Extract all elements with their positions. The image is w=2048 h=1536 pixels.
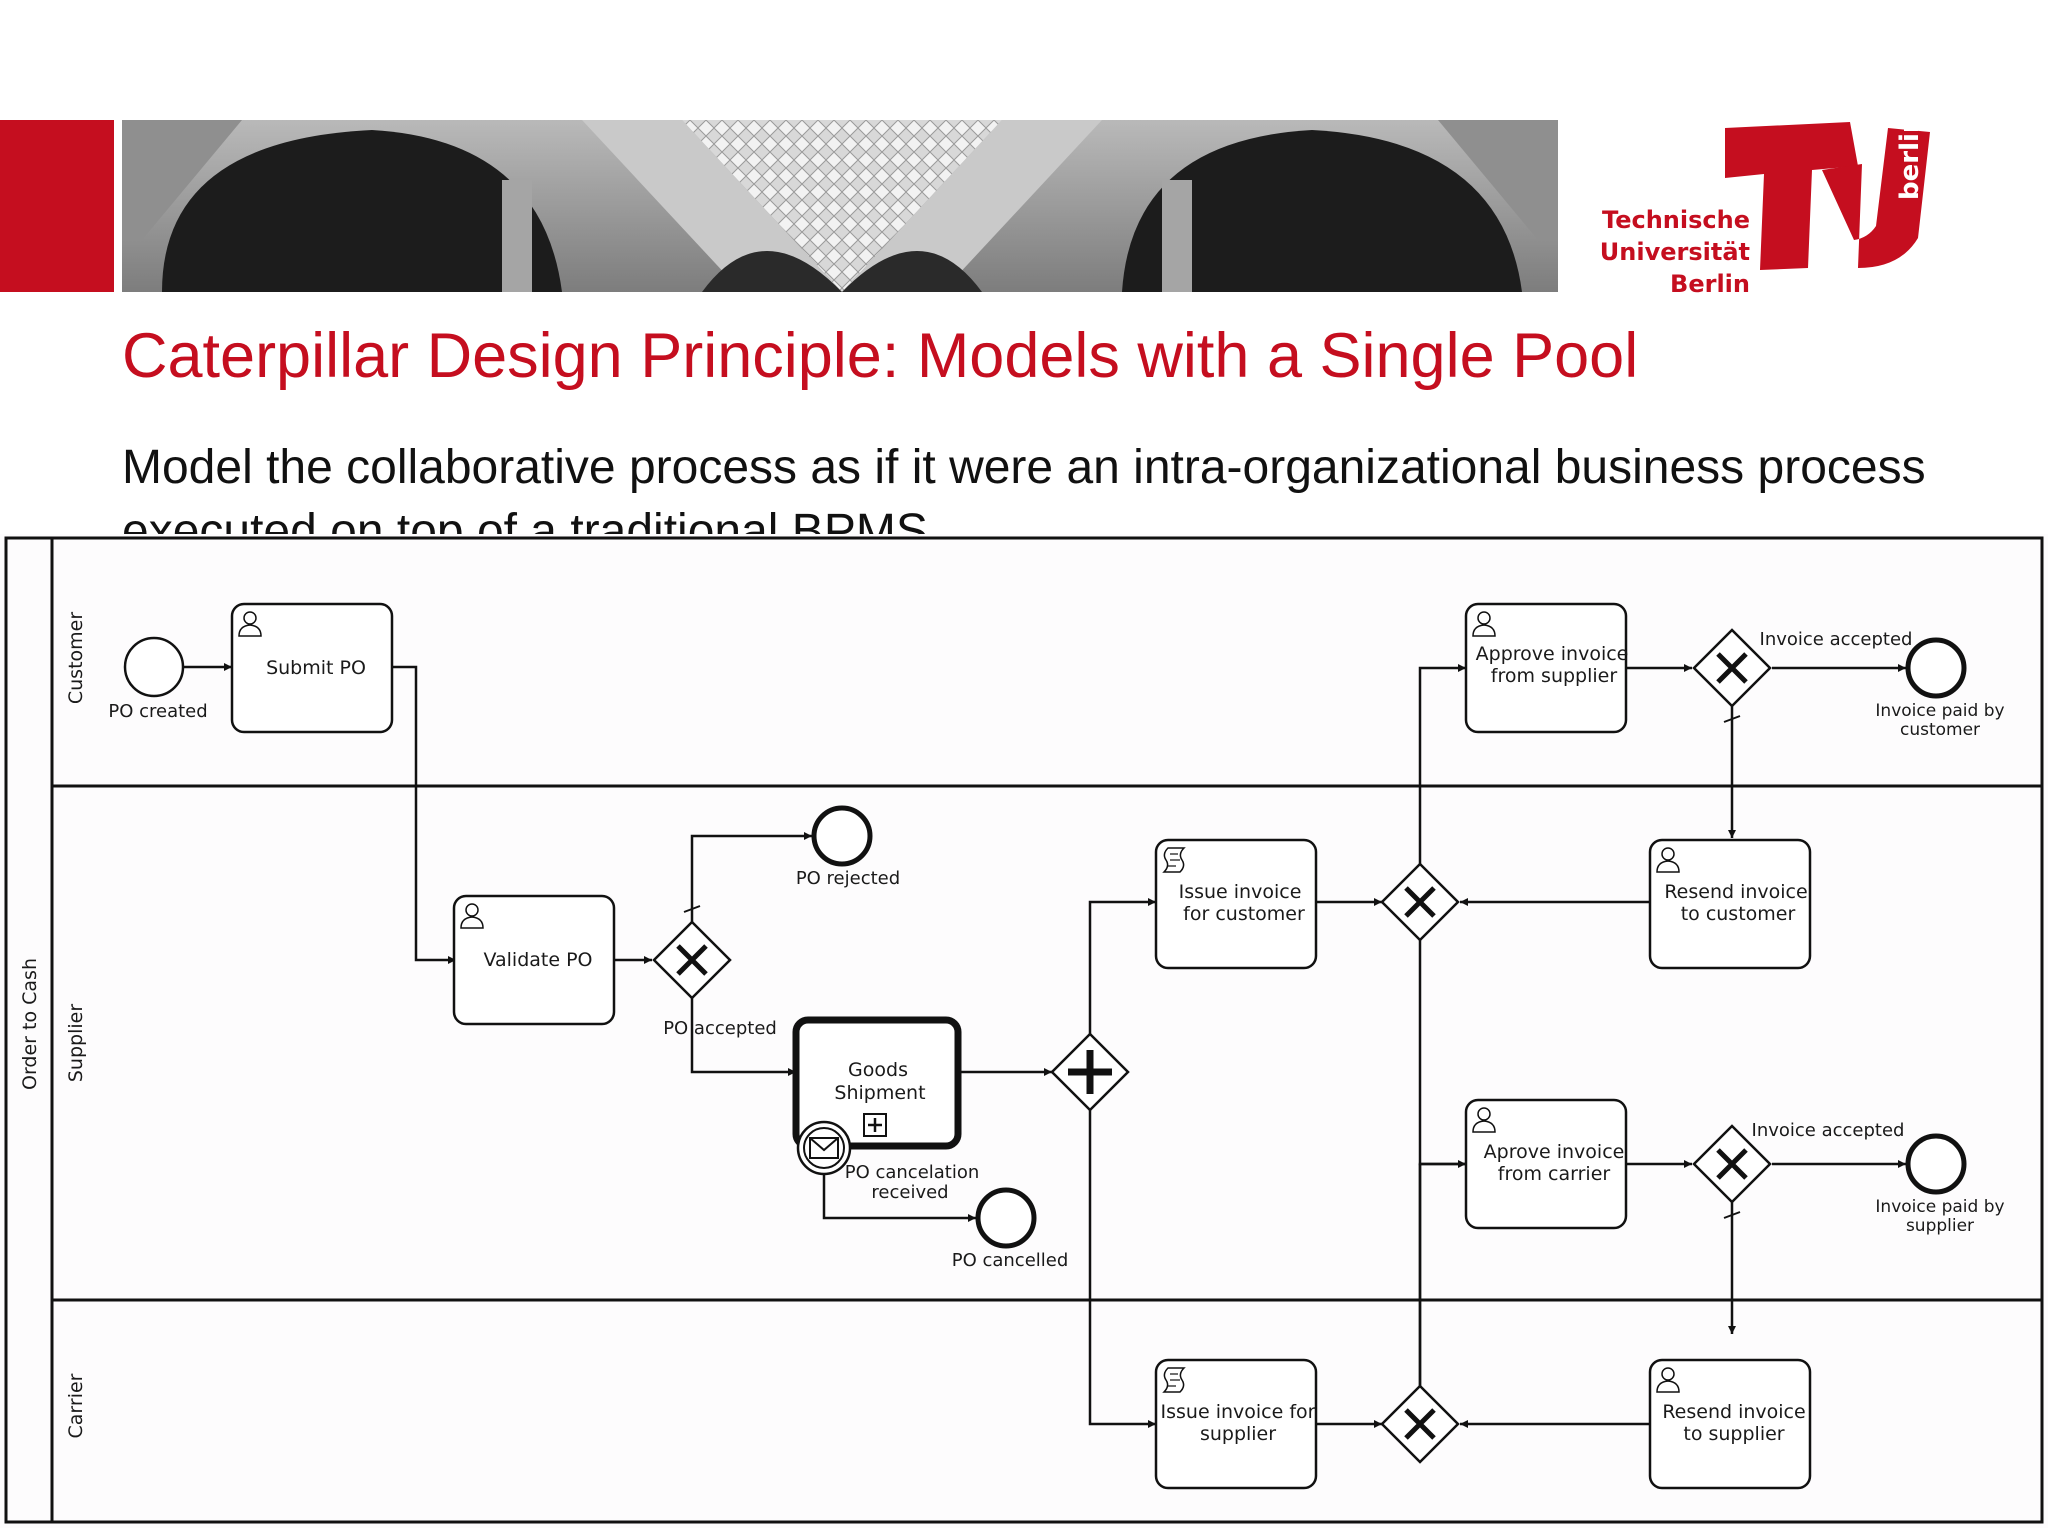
event-label-cancel-1: PO cancelation — [845, 1162, 980, 1183]
task-label-issue-cust-1: Issue invoice — [1179, 881, 1302, 903]
xor-gateway-carrier-approval — [1692, 1124, 1772, 1204]
event-label-paid-cust-2: customer — [1900, 720, 1980, 740]
task-validate-po: Validate PO — [452, 894, 616, 1026]
end-event-invoice-paid-supplier — [1905, 1133, 1967, 1195]
flow-label-invoice-accepted-supplier: Invoice accepted — [1752, 1120, 1905, 1141]
xor-gateway-customer-merge — [1380, 862, 1460, 942]
end-event-po-rejected — [811, 805, 873, 867]
pool-label: Order to Cash — [19, 958, 41, 1090]
event-label-po-cancelled: PO cancelled — [952, 1250, 1069, 1271]
task-resend-invoice-supplier: Resend invoice to supplier — [1648, 1358, 1812, 1490]
task-issue-invoice-supplier: Issue invoice for supplier — [1154, 1358, 1318, 1490]
task-label-aprove-car-1: Aprove invoice — [1484, 1141, 1625, 1163]
task-label-approve-sup-2: from supplier — [1491, 665, 1618, 687]
slide-title: Caterpillar Design Principle: Models wit… — [122, 321, 1639, 391]
header-red-block — [0, 120, 114, 292]
logo-line-3: Berlin — [1670, 270, 1750, 298]
event-label-po-created: PO created — [108, 701, 207, 722]
event-label-cancel-2: received — [871, 1182, 948, 1203]
task-label-resend-sup-2: to supplier — [1683, 1423, 1784, 1445]
flow-label-po-accepted: PO accepted — [663, 1018, 777, 1039]
logo-tag: berlin — [1895, 118, 1925, 200]
task-label-goods-2: Shipment — [834, 1082, 925, 1104]
lane-label-carrier: Carrier — [65, 1373, 87, 1438]
task-label-submit-po: Submit PO — [266, 657, 366, 679]
logo-line-2: Universität — [1600, 238, 1750, 266]
lane-label-customer: Customer — [65, 612, 87, 704]
task-label-approve-sup-1: Approve invoice — [1476, 643, 1629, 665]
task-label-validate-po: Validate PO — [483, 949, 592, 971]
event-label-paid-sup-1: Invoice paid by — [1875, 1197, 2004, 1217]
task-label-aprove-car-2: from carrier — [1498, 1163, 1611, 1185]
sequence-flows — [184, 663, 1906, 1428]
pool-frame — [4, 536, 2044, 1524]
task-approve-invoice-supplier: Approve invoice from supplier — [1464, 602, 1629, 734]
subprocess-goods-shipment: Goods Shipment — [792, 1016, 962, 1150]
default-flow-markers — [683, 715, 1741, 1219]
xor-gateway-po-decision — [652, 920, 732, 1000]
task-label-resend-cust-1: Resend invoice — [1664, 881, 1807, 903]
task-label-resend-sup-1: Resend invoice — [1662, 1401, 1805, 1423]
header-architecture-photo — [122, 120, 1558, 292]
task-issue-invoice-customer: Issue invoice for customer — [1154, 838, 1318, 970]
task-label-issue-cust-2: for customer — [1183, 903, 1305, 925]
end-event-invoice-paid-customer — [1905, 637, 1967, 699]
task-resend-invoice-customer: Resend invoice to customer — [1648, 838, 1812, 970]
task-label-issue-sup-1: Issue invoice for — [1161, 1401, 1316, 1423]
task-aprove-invoice-carrier: Aprove invoice from carrier — [1464, 1098, 1628, 1230]
event-label-paid-cust-1: Invoice paid by — [1875, 701, 2004, 721]
xor-gateway-carrier-merge — [1380, 1384, 1460, 1464]
xor-gateway-customer-approval — [1692, 628, 1772, 708]
event-label-paid-sup-2: supplier — [1906, 1216, 1974, 1236]
end-event-po-cancelled — [975, 1187, 1037, 1249]
tu-berlin-logo: berlin Technische Universität Berlin — [1600, 115, 1940, 298]
logo-line-1: Technische — [1602, 206, 1750, 234]
bpmn-diagram: Order to Cash Customer Supplier Carrier — [0, 534, 2048, 1528]
task-label-resend-cust-2: to customer — [1681, 903, 1796, 925]
slide-subtitle: Model the collaborative process as if it… — [122, 441, 1926, 540]
task-label-goods-1: Goods — [848, 1059, 908, 1081]
flow-label-invoice-accepted-customer: Invoice accepted — [1760, 629, 1913, 650]
task-label-issue-sup-2: supplier — [1200, 1423, 1276, 1445]
boundary-event-po-cancelation — [796, 1120, 852, 1176]
task-submit-po: Submit PO — [230, 602, 394, 734]
start-event-po-created — [123, 636, 185, 698]
event-label-po-rejected: PO rejected — [796, 868, 900, 889]
lane-label-supplier: Supplier — [65, 1004, 87, 1082]
and-gateway-split — [1050, 1032, 1130, 1112]
